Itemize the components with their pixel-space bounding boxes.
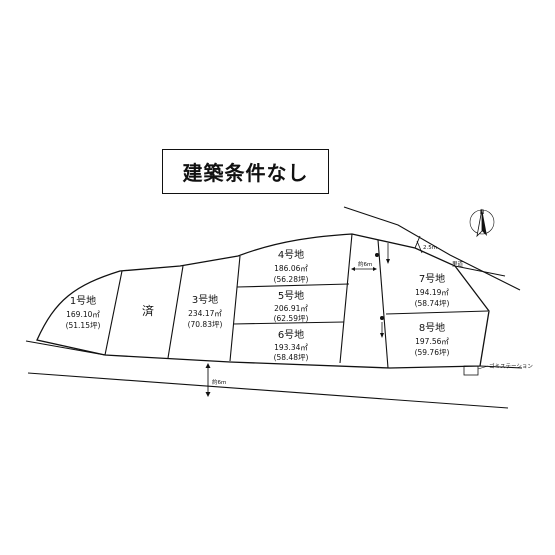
lot-name: 3号地 <box>192 293 218 306</box>
lot-name: 4号地 <box>278 248 304 261</box>
road-line-south <box>27 372 509 409</box>
lot-name: 8号地 <box>419 321 445 334</box>
lot-area-tsubo: (70.83坪) <box>188 320 223 329</box>
lot-3-label: 3号地 234.17㎡ (70.83坪) <box>188 293 223 329</box>
garbage-station-label: ゴミステーション <box>489 362 533 370</box>
lot-area-m2: 193.34㎡ <box>274 343 308 352</box>
lot-6-label: 6号地 193.34㎡ (58.48坪) <box>274 328 309 362</box>
divider-45 <box>236 283 350 288</box>
road-line-north-east <box>479 365 523 369</box>
lot-area-tsubo: (56.28坪) <box>274 275 309 284</box>
lot-area-m2: 234.17㎡ <box>188 309 222 318</box>
property-boundary <box>36 233 490 369</box>
waterway-width-arrow <box>416 240 423 254</box>
inner-arrow-left <box>351 267 355 271</box>
lot-name: 7号地 <box>419 272 445 285</box>
marker-arrow-2-head <box>380 333 384 338</box>
divider-1 <box>104 270 123 356</box>
lot-area-m2: 186.06㎡ <box>274 264 308 273</box>
lot-area-tsubo: (51.15坪) <box>66 321 101 330</box>
waterway-label: 里道 <box>452 260 464 268</box>
lot-area-tsubo: (59.76坪) <box>415 348 450 357</box>
garbage-station-leader <box>477 365 489 370</box>
divider-road-east <box>377 239 389 369</box>
arrow-head-down <box>205 392 211 397</box>
lot-area-m2: 169.10㎡ <box>66 310 100 319</box>
north-arrow-icon <box>476 208 483 238</box>
garbage-station-box <box>463 365 479 376</box>
north-arrow-fill <box>482 209 487 236</box>
north-label: N <box>480 209 485 216</box>
lot-4-label: 4号地 186.06㎡ (56.28坪) <box>274 248 309 284</box>
lot-1-label: 1号地 169.10㎡ (51.15坪) <box>66 294 101 330</box>
lot-5-label: 5号地 206.91㎡ (62.59坪) <box>274 289 309 323</box>
lot-7-label: 7号地 194.19㎡ (58.74坪) <box>415 272 450 308</box>
north-arrow-ring <box>469 209 495 235</box>
waterway-width-label: 2.5m <box>423 245 437 251</box>
divider-road-west <box>339 233 353 364</box>
lot-8-label: 8号地 197.56㎡ (59.76坪) <box>415 321 450 357</box>
lot-name: 1号地 <box>70 294 96 307</box>
lot-area-tsubo: (58.48坪) <box>274 353 309 362</box>
road-main-width-label: 約6m <box>212 378 226 386</box>
lot-name: 5号地 <box>278 289 304 302</box>
road-inner-width-label: 約6m <box>358 260 372 268</box>
waterway-line-mid <box>414 235 421 249</box>
title-box: 建築条件なし <box>162 149 329 194</box>
north-arrow: N <box>469 208 495 238</box>
road-line-north <box>25 340 106 356</box>
lot-name: 済 <box>142 303 154 318</box>
waterway-line-low <box>454 265 506 277</box>
divider-56 <box>232 321 345 325</box>
lot-area-tsubo: (58.74坪) <box>415 299 450 308</box>
lot-area-m2: 197.56㎡ <box>415 337 449 346</box>
inner-arrow-right <box>373 267 377 271</box>
lot-name: 6号地 <box>278 328 304 341</box>
waterway-line-top <box>343 206 521 291</box>
lot-area-m2: 206.91㎡ <box>274 304 308 313</box>
divider-3 <box>229 255 241 362</box>
divider-78 <box>385 310 489 315</box>
lot-area-tsubo: (62.59坪) <box>274 314 309 323</box>
divider-2 <box>167 265 184 359</box>
marker-dot-2 <box>380 316 384 320</box>
arrow-head-up <box>205 363 211 368</box>
lot-sold-label: 済 <box>142 303 154 318</box>
marker-arrow-1-head <box>386 259 390 264</box>
page-title: 建築条件なし <box>182 161 309 185</box>
marker-dot-1 <box>375 253 379 257</box>
lot-area-m2: 194.19㎡ <box>415 288 449 297</box>
